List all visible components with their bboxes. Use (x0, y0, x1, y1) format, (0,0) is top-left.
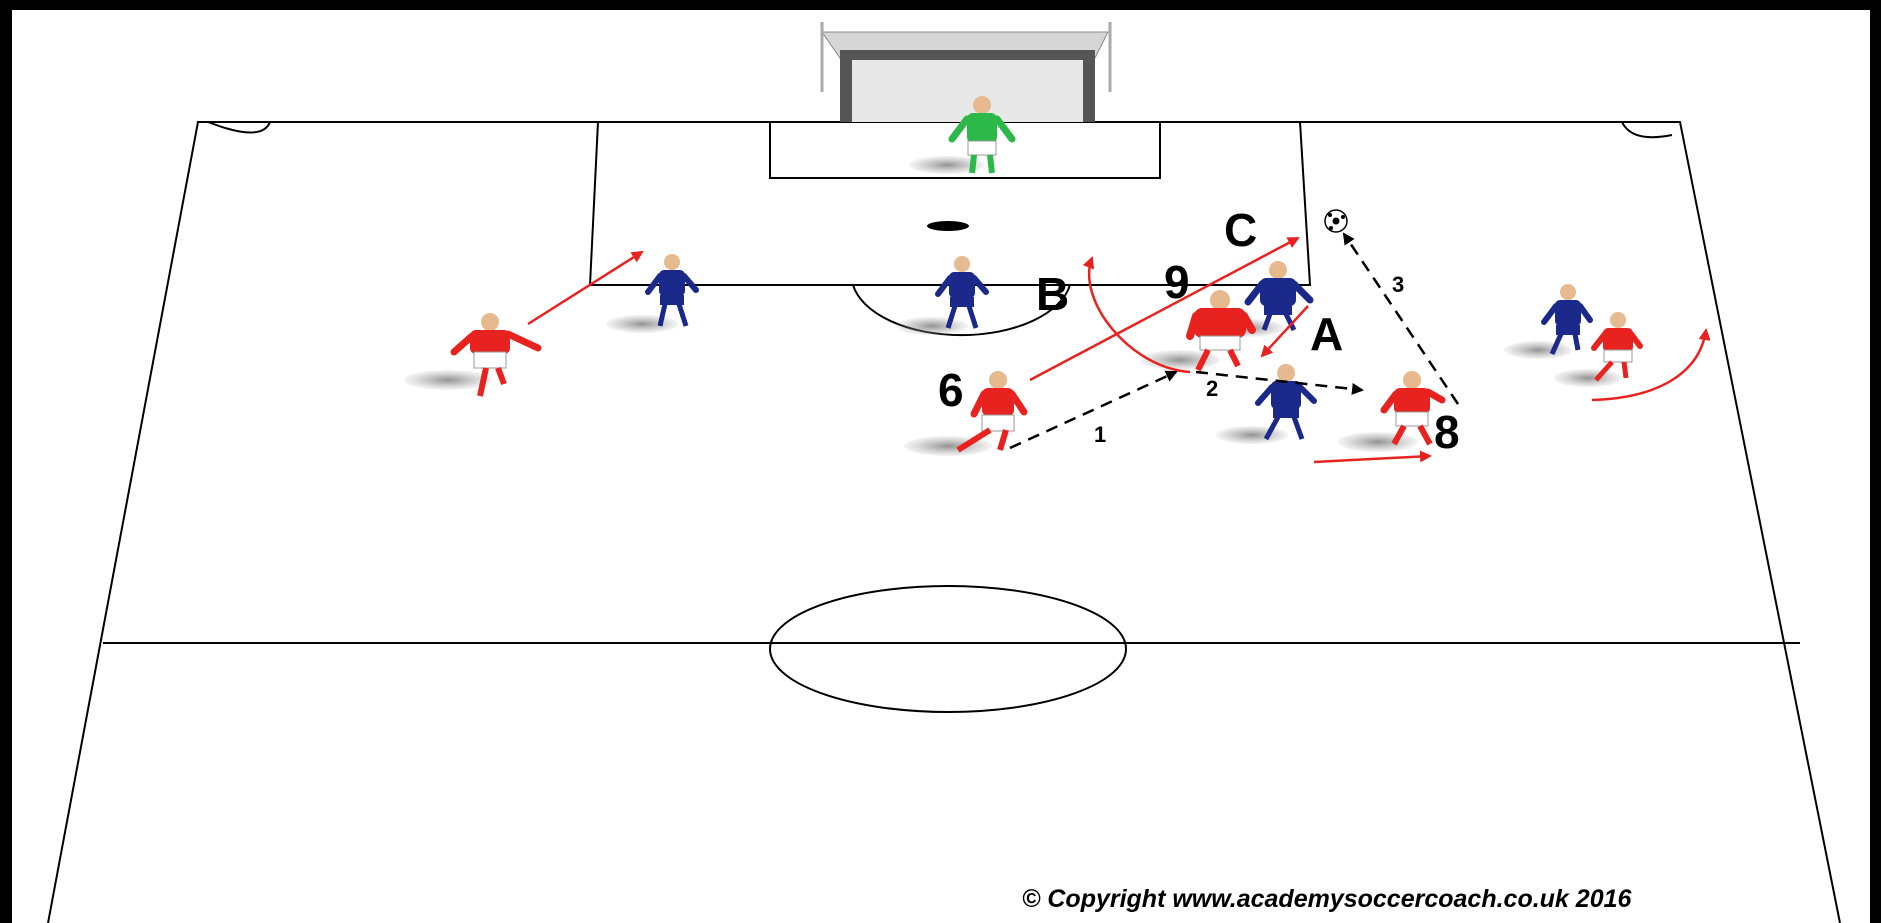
label-8: 8 (1434, 406, 1460, 458)
run-arrow-8 (1313, 450, 1432, 464)
defender (1504, 284, 1593, 359)
center-circle (769, 585, 1127, 713)
attacker-6 (904, 371, 1028, 456)
label-a: A (1310, 308, 1343, 360)
goalkeeper (909, 96, 1016, 174)
run-arrow-6-to-c (1029, 236, 1300, 382)
attacker-left (404, 313, 542, 397)
label-9: 9 (1164, 256, 1190, 308)
goal (820, 22, 1112, 122)
pass-3 (1342, 232, 1460, 405)
pass-label-3: 3 (1392, 272, 1404, 297)
defender (606, 254, 699, 333)
label-c: C (1224, 204, 1257, 256)
copyright-text: © Copyright www.academysoccercoach.co.uk… (1022, 885, 1632, 913)
pass-2 (1195, 370, 1364, 395)
ball (1324, 209, 1348, 233)
attacker-8 (1338, 371, 1446, 452)
field-background (12, 10, 1870, 923)
run-arrow-left (527, 250, 644, 326)
defender (1216, 364, 1317, 444)
frame-border-right (1870, 0, 1881, 923)
pass-1 (1009, 370, 1178, 450)
corner-arc-right (1621, 121, 1673, 139)
curved-run-right (1591, 328, 1711, 402)
frame-border-top (0, 0, 1881, 10)
movement-arrows (527, 236, 1711, 464)
attacker-right (1554, 312, 1643, 387)
six-yard-box (769, 122, 1161, 179)
curved-run-9 (1082, 256, 1191, 374)
pass-label-1: 1 (1094, 422, 1106, 447)
attackers (404, 290, 1643, 456)
frame-border-left (0, 0, 12, 923)
penalty-arc (852, 284, 1071, 337)
defender (896, 256, 989, 335)
corner-arc-left (207, 121, 271, 134)
pass-arrows (1009, 232, 1460, 450)
pass-label-2: 2 (1206, 376, 1218, 401)
penalty-spot (927, 221, 969, 231)
label-6: 6 (938, 364, 964, 416)
label-b: B (1036, 268, 1069, 320)
arrow-a (1260, 305, 1309, 358)
